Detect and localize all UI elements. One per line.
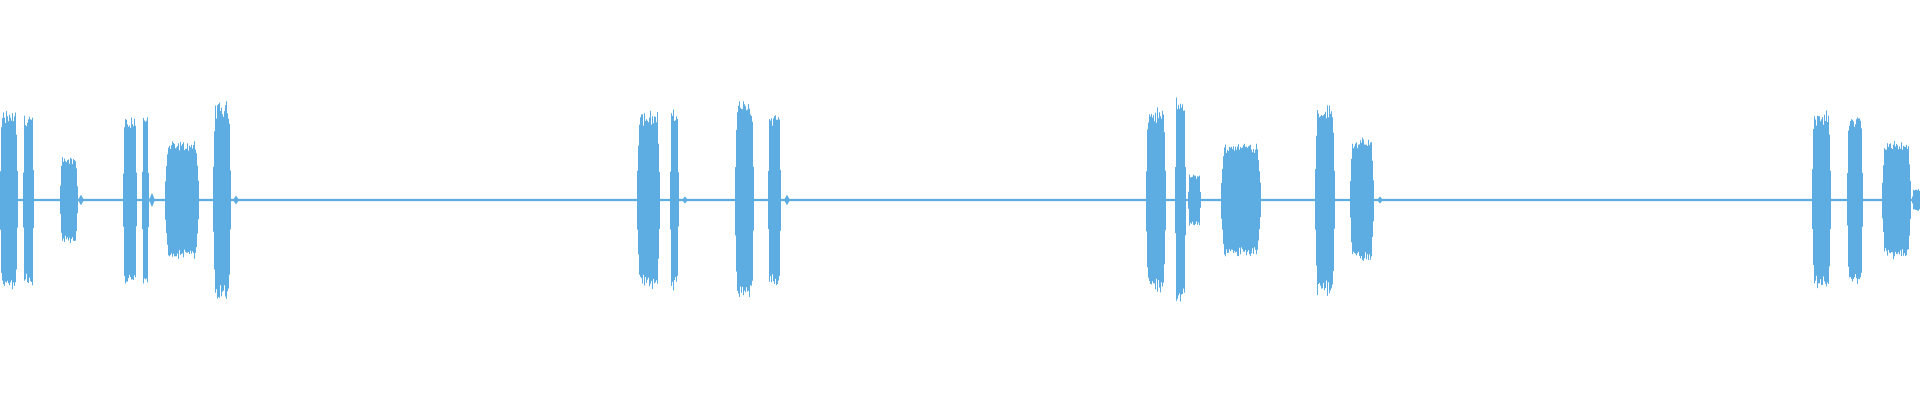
waveform-burst [1188, 174, 1201, 226]
waveform-burst-samples [768, 115, 781, 285]
waveform-burst-samples [0, 111, 18, 290]
waveform-bursts [0, 97, 1920, 302]
waveform-blip [149, 192, 155, 208]
waveform-burst-samples [165, 141, 199, 259]
waveform-burst [1912, 189, 1920, 211]
waveform-burst-samples [123, 117, 137, 284]
waveform-burst [1847, 117, 1863, 284]
waveform-burst-samples [213, 101, 231, 299]
waveform-burst-samples [637, 110, 660, 290]
waveform-burst-samples [1188, 174, 1201, 226]
waveform-burst-samples [1847, 117, 1863, 284]
waveform-burst-samples [1146, 107, 1166, 293]
waveform-blip [784, 194, 790, 206]
waveform-blip [1377, 196, 1383, 204]
waveform-burst-samples [1175, 97, 1186, 302]
waveform-blip [78, 194, 84, 206]
waveform-burst-samples [23, 115, 34, 286]
waveform-burst [142, 117, 149, 284]
waveform-burst [1175, 97, 1186, 302]
waveform-burst-samples [670, 109, 679, 291]
waveform-burst [670, 109, 679, 291]
waveform-burst-samples [1315, 105, 1335, 296]
waveform-burst [60, 157, 78, 244]
waveform-burst-samples [142, 117, 149, 284]
waveform-burst [123, 117, 137, 284]
waveform-burst [1146, 107, 1166, 293]
waveform-burst [1350, 137, 1374, 261]
waveform-burst [1812, 110, 1831, 289]
waveform-burst-samples [735, 101, 754, 298]
waveform-burst [768, 115, 781, 285]
waveform-burst [23, 115, 34, 286]
waveform-burst-samples [1882, 141, 1911, 260]
waveform-burst-samples [1350, 137, 1374, 261]
waveform-burst [0, 111, 18, 290]
waveform-burst-samples [1221, 143, 1261, 257]
waveform-burst-samples [1912, 189, 1920, 211]
waveform-blip [682, 196, 688, 204]
waveform-burst [213, 101, 231, 299]
waveform-burst-samples [60, 157, 78, 244]
waveform-burst-samples [1812, 110, 1831, 289]
waveform-blip [233, 195, 239, 205]
waveform-burst [1315, 105, 1335, 296]
waveform-burst [1882, 141, 1911, 260]
waveform-burst [735, 101, 754, 298]
waveform-burst [165, 141, 199, 259]
waveform-burst [1221, 143, 1261, 257]
waveform-burst [637, 110, 660, 290]
